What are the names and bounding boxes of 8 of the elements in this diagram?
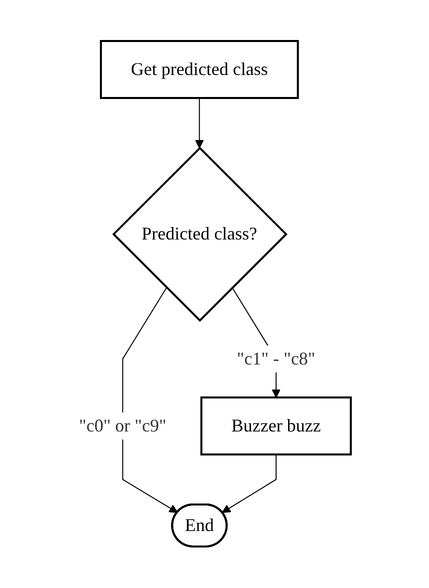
edge-label: "c0" or "c9"	[78, 416, 166, 436]
arrow	[122, 287, 178, 514]
arrow	[194, 98, 204, 149]
node-diamond: Predicted class?	[112, 146, 288, 322]
node-box: Get predicted class	[100, 40, 298, 100]
node-box: Buzzer buzz	[200, 396, 352, 456]
arrow	[221, 454, 276, 514]
edge-label: "c1" - "c8"	[236, 348, 315, 369]
